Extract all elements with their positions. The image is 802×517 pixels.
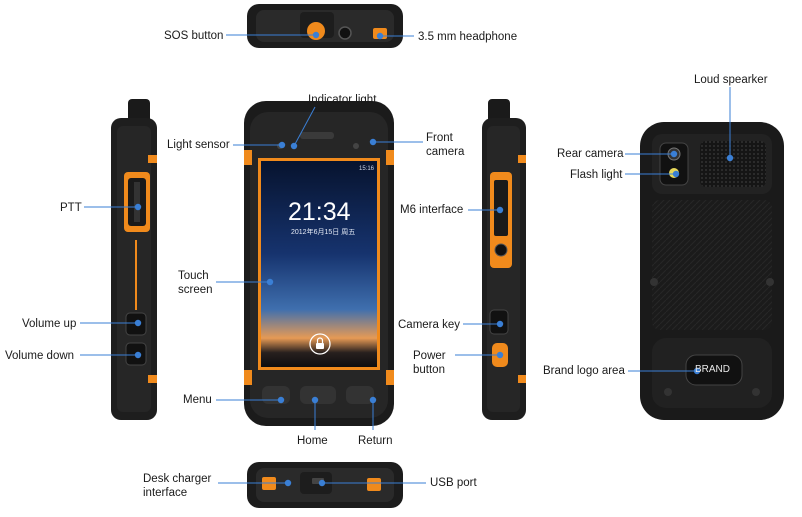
volume-down-label: Volume down [5,350,75,362]
flash-light-label: Flash light [570,169,623,181]
brand-logo-area-marker [693,367,701,375]
headphone-marker [376,32,384,40]
bottom-view [247,462,403,508]
return-marker [369,396,377,404]
sos-button-label: SOS button [164,30,224,42]
home-key-shape [300,386,336,404]
brand-logo-area-label: Brand logo area [543,365,625,377]
brand-text: BRAND [695,364,731,375]
indicator-light-marker [290,142,298,150]
usb-port-label: USB port [430,477,477,489]
status-battery: 15:16 [359,166,375,172]
volume-up-marker [134,319,142,327]
indicator-light-leader-line [293,106,316,147]
desk-charger-label: Desk charger interface [143,473,212,499]
front-camera-label: Front camera [426,132,465,158]
rear-camera-marker [670,150,678,158]
touch-screen-label: Touch screen [178,270,213,296]
camera-key-label: Camera key [398,319,460,331]
menu-key-shape [262,386,290,404]
brand-logo-area-shape [685,354,743,386]
m6-interface-marker [496,206,504,214]
lock-clock-date: 2012年6月15日 周五 [291,229,356,236]
home-label: Home [297,435,328,447]
light-sensor-marker [278,141,286,149]
flash-light-marker [672,170,680,178]
camera-key-marker [496,320,504,328]
menu-label: Menu [183,394,212,406]
power-button-label: Power button [413,350,446,376]
left-side-view [111,99,157,420]
headphone-label: 3.5 mm headphone [418,31,518,43]
callout-leaders [80,31,734,487]
desk-charger-marker [284,479,292,487]
touch-screen-marker [266,278,274,286]
headphone-jack-shape [338,26,352,40]
ptt-marker [134,203,142,211]
front-camera-marker [369,138,377,146]
back-view [640,122,784,420]
loud-speaker-label: Loud spearker [694,74,768,86]
usb-port-marker [318,479,326,487]
menu-marker [277,396,285,404]
ptt-label: PTT [60,202,82,214]
m6-interface-label: M6 interface [400,204,464,216]
return-label: Return [358,435,393,447]
return-key-shape [346,386,374,404]
lock-clock-time: 21:34 [288,198,351,226]
loud-speaker-shape [700,141,766,187]
sos-button-marker [312,31,320,39]
light-sensor-label: Light sensor [167,139,230,151]
front-view [244,101,394,426]
volume-down-marker [134,351,142,359]
rear-camera-label: Rear camera [557,148,624,160]
volume-up-label: Volume up [22,318,77,330]
right-side-view [482,99,526,420]
loud-speaker-marker [726,154,734,162]
home-marker [311,396,319,404]
touch-screen-shape [261,161,377,367]
power-button-marker [496,351,504,359]
indicator-light-label: Indicator light [308,94,377,106]
top-view [247,4,403,48]
